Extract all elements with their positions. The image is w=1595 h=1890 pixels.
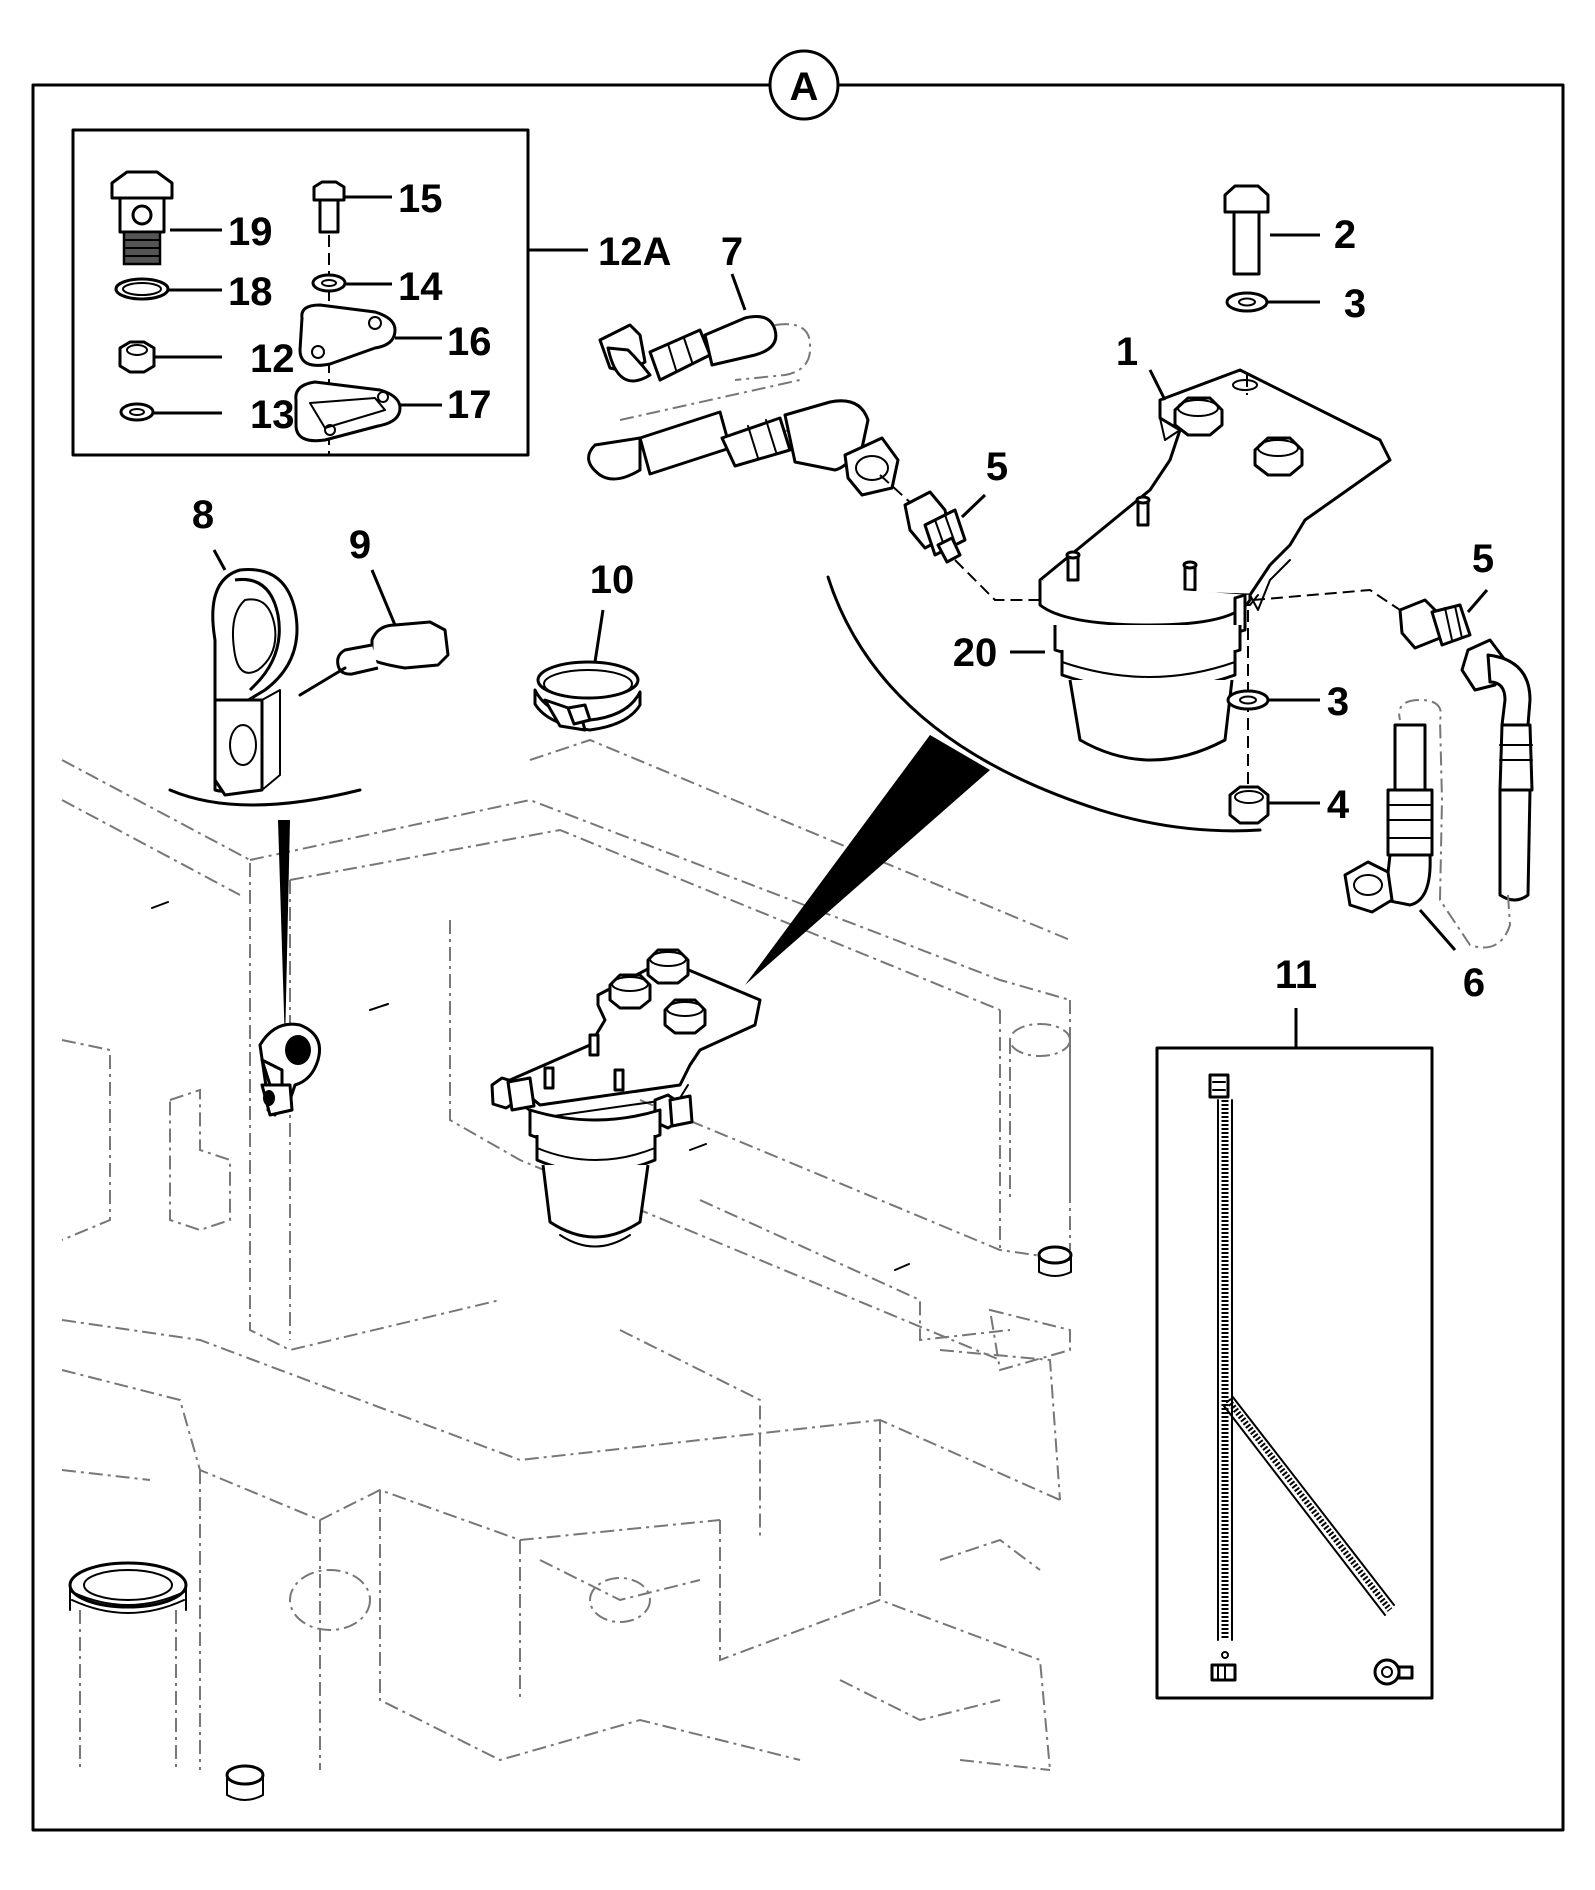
callout-12: 12 xyxy=(250,337,295,381)
union-fitting-left xyxy=(879,474,1045,601)
callout-13: 13 xyxy=(250,393,295,437)
hose-clamp xyxy=(533,660,642,732)
callout-3-upper: 3 xyxy=(1344,282,1366,326)
sheet-frame: A xyxy=(31,49,1565,1832)
inset-box-11 xyxy=(1155,1046,1434,1700)
leader-lines xyxy=(153,195,1489,1048)
bracket-bolt-a xyxy=(1173,396,1224,437)
gasket xyxy=(294,380,402,443)
callout-1: 1 xyxy=(1116,330,1138,374)
fuel-filter-detail xyxy=(1038,184,1401,825)
installed-bolt-c xyxy=(663,998,707,1035)
callout-7: 7 xyxy=(721,230,743,274)
callout-18: 18 xyxy=(228,270,273,314)
callout-19: 19 xyxy=(228,210,273,254)
callout-14: 14 xyxy=(398,265,443,309)
callout-5-left: 5 xyxy=(986,445,1008,489)
callout-9: 9 xyxy=(349,523,371,567)
fuel-filter-installed xyxy=(490,948,762,1248)
installed-bolt-b xyxy=(646,948,690,985)
flange-bolt xyxy=(298,620,450,697)
banjo-bolt xyxy=(110,170,174,266)
sheet-marker-label: A xyxy=(790,65,819,109)
bracket-bolt-b xyxy=(1253,436,1304,477)
sheet-marker-circle xyxy=(768,49,840,121)
detail-arc xyxy=(826,575,1262,833)
union-fitting-right xyxy=(1398,598,1472,650)
inset-box-12a xyxy=(71,128,530,457)
fuel-hose-upper xyxy=(587,315,900,497)
filler-neck-background xyxy=(68,1245,1073,1801)
callout-labels: 1 2 3 3 4 5 5 6 7 8 9 10 11 12 12A 13 14… xyxy=(192,177,1494,1005)
callout-4: 4 xyxy=(1327,783,1350,827)
fuel-hose-lower xyxy=(1343,638,1534,949)
callout-17: 17 xyxy=(447,383,492,427)
callout-10: 10 xyxy=(590,558,635,602)
callout-5-right: 5 xyxy=(1472,537,1494,581)
hex-bolt-small xyxy=(312,180,346,234)
p-clamp-installed xyxy=(258,1022,321,1117)
callout-2: 2 xyxy=(1334,213,1356,257)
machine-frame-background xyxy=(61,738,1071,1771)
flat-washer-14 xyxy=(311,273,347,293)
p-clamp-detail xyxy=(168,568,362,807)
cover-plate xyxy=(298,303,397,367)
hex-nut-large xyxy=(1228,785,1270,825)
installed-bolt-a xyxy=(608,973,652,1010)
callout-6: 6 xyxy=(1463,961,1485,1005)
callout-8: 8 xyxy=(192,493,214,537)
flat-washer-small xyxy=(119,402,155,422)
washer-lower xyxy=(1226,689,1270,711)
zoom-wedges xyxy=(278,735,990,1045)
callout-3-lower: 3 xyxy=(1327,680,1349,724)
callout-16: 16 xyxy=(447,320,492,364)
hex-bolt-large xyxy=(1223,184,1270,276)
callout-12a: 12A xyxy=(598,230,671,274)
lock-nut-small xyxy=(118,340,156,374)
callout-20: 20 xyxy=(953,631,998,675)
washer-upper xyxy=(1225,291,1269,313)
callout-11: 11 xyxy=(1275,953,1317,997)
callout-15: 15 xyxy=(398,177,443,221)
